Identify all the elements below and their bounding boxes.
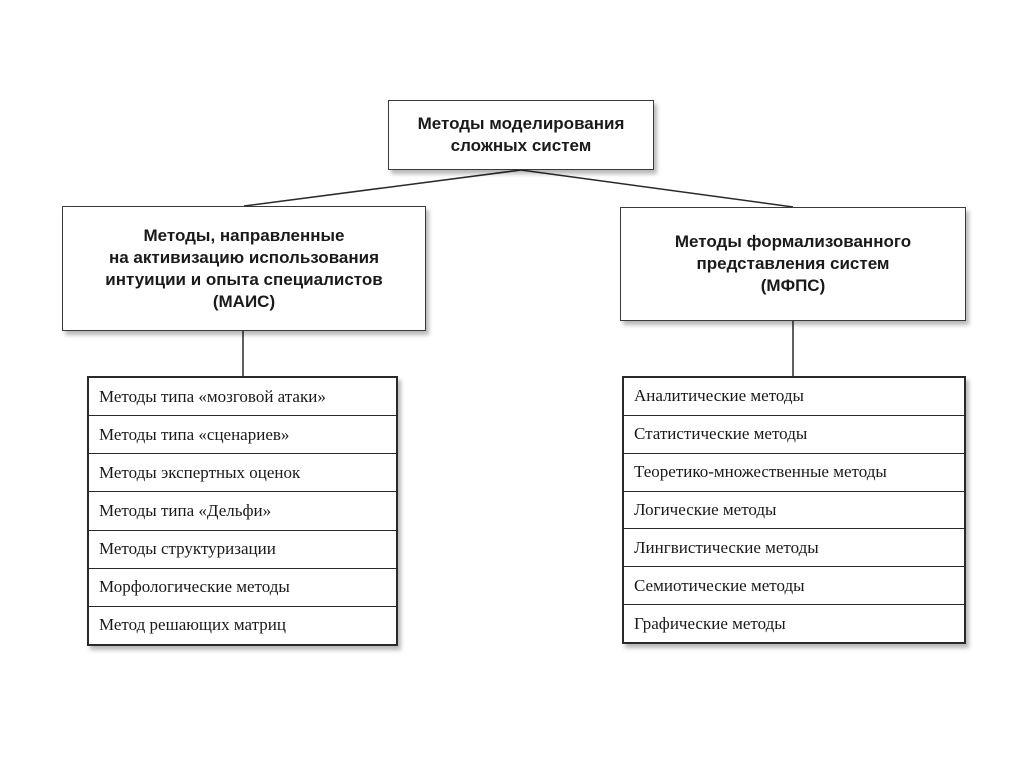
left-branch-line-1: Методы, направленные — [143, 225, 345, 245]
right-branch-line-2: представления систем — [696, 254, 890, 273]
list-item: Логические методы — [624, 492, 964, 530]
list-item: Морфологические методы — [89, 569, 396, 607]
right-branch-line-1: Методы формализованного — [674, 232, 912, 251]
left-branch-line-3: интуиции и опыта специалистов — [105, 269, 383, 289]
right-branch-line-3: (МФПС) — [760, 276, 826, 295]
list-item: Графические методы — [634, 613, 786, 633]
list-item: Метод решающих матриц — [99, 615, 286, 635]
list-item: Методы типа «мозговой атаки» — [89, 378, 396, 417]
left-branch-line-2: на активизацию использования — [108, 247, 380, 267]
right-branch-box: Методы формализованного представления си… — [620, 207, 966, 321]
edge-root-to-left — [243, 169, 522, 207]
left-methods-list: Методы типа «мозговой атаки» Методы типа… — [87, 376, 398, 646]
root-node-line-1: Методы моделирования — [417, 114, 625, 133]
root-node-box: Методы моделирования сложных систем — [388, 100, 654, 170]
right-methods-list: Аналитические методы Статистические мето… — [622, 376, 966, 644]
list-item: Лингвистические методы — [624, 529, 964, 568]
left-branch-line-4: (МАИС) — [212, 291, 276, 311]
root-node-line-2: сложных систем — [450, 136, 592, 155]
list-item: Методы структуризации — [89, 531, 396, 569]
list-item: Статистические методы — [624, 416, 964, 454]
list-item: Теоретико-множественные методы — [624, 454, 964, 492]
left-branch-box: Методы, направленные на активизацию испо… — [62, 206, 426, 331]
list-item: Семиотические методы — [624, 567, 964, 606]
list-item: Методы типа «сценариев» — [89, 416, 396, 455]
list-item: Методы экспертных оценок — [89, 454, 396, 493]
edge-root-to-right — [520, 169, 794, 208]
list-item: Аналитические методы — [624, 378, 964, 416]
list-item: Методы типа «Дельфи» — [89, 492, 396, 531]
